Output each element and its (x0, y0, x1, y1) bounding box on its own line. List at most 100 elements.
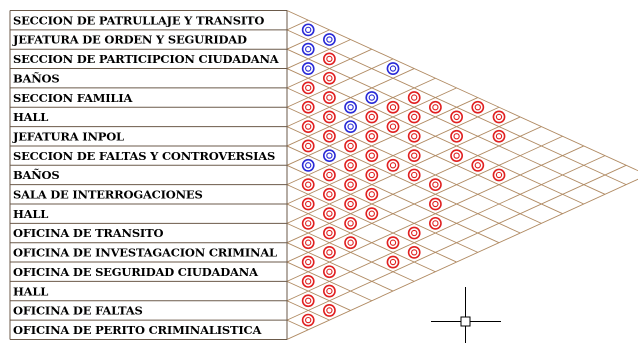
relation-marker-red (407, 168, 421, 182)
relation-marker-red (365, 110, 379, 124)
space-label: SECCION DE PATRULLAJE Y TRANSITO (13, 13, 264, 27)
relation-marker-red (450, 129, 463, 143)
space-labels: SECCION DE PATRULLAJE Y TRANSITO JEFATURA… (9, 10, 288, 340)
grid-line (286, 319, 309, 331)
relation-marker-red (365, 129, 379, 143)
grid-line (286, 135, 563, 263)
grid-line (286, 126, 521, 234)
grid-line (286, 126, 542, 244)
relation-marker-red (322, 284, 336, 298)
space-label: SECCION FAMILIA (13, 91, 133, 105)
relation-marker-red (386, 158, 400, 172)
relation-marker-red (322, 71, 336, 85)
space-label: BAÑOS (13, 71, 59, 85)
relation-marker-blue (322, 149, 336, 163)
grid-line (286, 87, 563, 215)
relation-marker-red (407, 149, 421, 163)
space-label: OFICINA DE TRANSITO (13, 226, 163, 240)
relation-marker-red (407, 110, 421, 124)
relation-marker-blue (365, 91, 379, 104)
grid-line (286, 116, 521, 224)
relation-marker-red (322, 91, 336, 104)
relation-marker-blue (301, 158, 315, 172)
relation-marker-red (428, 216, 442, 230)
relation-marker-red (344, 197, 357, 211)
grid-line (286, 48, 372, 89)
relation-marker-red (450, 110, 463, 124)
space-label: JEFATURA DE ORDEN Y SEGURIDAD (12, 33, 247, 47)
grid-line (286, 145, 584, 282)
relation-marker-red (386, 100, 400, 114)
relation-marker-red (450, 149, 463, 163)
relation-marker-red (365, 168, 379, 182)
grid-line (286, 280, 351, 311)
relation-marker-red (344, 236, 357, 250)
relation-marker-red (365, 149, 379, 163)
relation-marker-blue (386, 62, 400, 75)
space-label: OFICINA DE INVESTAGACION CRIMINAL (13, 246, 277, 260)
relation-marker-red (471, 100, 485, 114)
relation-marker-red (407, 245, 421, 259)
grid-line (286, 68, 415, 128)
space-label: HALL (13, 110, 48, 124)
relation-marker-red (301, 255, 315, 269)
relation-marker-blue (301, 23, 315, 37)
grid-line (286, 29, 330, 50)
grid-line (286, 10, 638, 172)
relation-marker-red (301, 294, 315, 308)
space-label: SECCION DE PARTICIPCION CIUDADANA (13, 52, 280, 66)
grid-line (286, 39, 351, 69)
relation-marker-red (301, 274, 315, 288)
space-label: OFICINA DE FALTAS (13, 304, 143, 318)
relation-marker-red (344, 216, 357, 230)
relation-marker-red (322, 110, 336, 124)
space-label: JEFATURA INPOL (12, 129, 124, 143)
relation-marker-red (322, 207, 336, 221)
relation-marker-red (301, 313, 315, 327)
grid-line (286, 178, 638, 340)
relation-marker-red (322, 265, 336, 279)
space-label: SECCION DE FALTAS Y CONTROVERSIAS (13, 149, 275, 163)
relation-marker-red (301, 178, 315, 192)
relation-marker-red (471, 158, 485, 172)
relation-marker-red (386, 255, 400, 269)
grid-line (286, 19, 309, 31)
relation-marker-red (301, 197, 315, 211)
relation-marker-red (301, 81, 315, 95)
relation-marker-red (428, 100, 442, 114)
relation-marker-red (322, 304, 336, 317)
space-label: HALL (13, 207, 48, 221)
relation-marker-red (344, 178, 357, 192)
relation-marker-red (322, 52, 336, 66)
relation-marker-blue (344, 120, 357, 133)
grid-line (286, 58, 394, 108)
relation-marker-blue (322, 33, 336, 46)
relation-marker-red (428, 197, 442, 211)
relation-marker-red (365, 207, 379, 221)
grid-line (286, 77, 436, 147)
space-label: SALA DE INTERROGACIONES (13, 188, 203, 202)
cad-crosshair-cursor (431, 287, 501, 343)
relation-marker-red (428, 178, 442, 192)
grid-line (286, 164, 627, 321)
relation-marker-red (301, 120, 315, 133)
relation-marker-red (492, 129, 506, 143)
relation-marker-red (344, 139, 357, 153)
grid-line (286, 203, 436, 273)
relation-marker-red (301, 100, 315, 114)
relation-marker-blue (301, 42, 315, 56)
relation-marker-red (407, 91, 421, 104)
relation-marker-red (322, 245, 336, 259)
grid-line (286, 97, 478, 186)
grid-line (286, 48, 606, 195)
relation-marker-red (301, 139, 315, 153)
space-label: OFICINA DE PERITO CRIMINALISTICA (13, 323, 262, 337)
relation-marker-red (407, 129, 421, 143)
relation-marker-red (301, 216, 315, 230)
grid-line (286, 164, 478, 253)
space-label: OFICINA DE SEGURIDAD CIUDADANA (13, 265, 259, 279)
relation-marker-red (322, 168, 336, 182)
relation-marker-red (386, 236, 400, 250)
grid-line (286, 242, 394, 292)
